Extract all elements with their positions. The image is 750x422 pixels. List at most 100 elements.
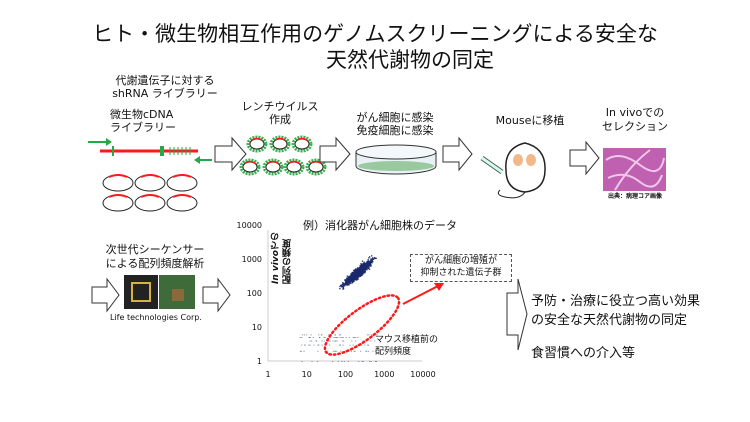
- scatter-point: [352, 272, 354, 274]
- scatter-point: [341, 361, 343, 362]
- scatter-point: [372, 261, 374, 263]
- scatter-point: [350, 273, 352, 275]
- scatter-point: [361, 274, 363, 277]
- petri-dish-icon: [355, 144, 437, 175]
- infection-label-1: がん細胞に感染: [356, 111, 434, 124]
- scatter-point: [343, 285, 345, 287]
- scatter-point: [342, 283, 344, 285]
- arrow-1-icon: [214, 136, 247, 172]
- scatter-point: [360, 273, 362, 276]
- title-line2: 天然代謝物の同定: [326, 48, 494, 72]
- scatter-point: [342, 286, 344, 288]
- scatter-point: [299, 337, 301, 338]
- scatter-point: [363, 265, 365, 267]
- scatter-point: [328, 344, 331, 346]
- scatter-point: [303, 334, 306, 336]
- scatter-point: [318, 344, 320, 346]
- title-line1: ヒト・微生物相互作用のゲノムスクリーニングによる安全な: [92, 22, 658, 46]
- scatter-point: [321, 340, 323, 342]
- scatter-point: [357, 271, 359, 274]
- scatter-point: [350, 278, 352, 280]
- scatter-point: [353, 271, 355, 273]
- scatter-point: [357, 275, 360, 278]
- plasmid-insert: [172, 174, 192, 178]
- scatter-point: [351, 282, 354, 284]
- arrow-5-icon: [91, 277, 120, 313]
- scatter-point: [363, 264, 365, 266]
- scatter-point: [367, 344, 370, 346]
- scatter-point: [328, 334, 330, 336]
- scatter-point: [347, 278, 349, 280]
- scatter-point: [326, 350, 328, 352]
- scatter-point: [344, 279, 346, 281]
- scatter-point: [354, 273, 356, 275]
- scatter-point: [363, 271, 365, 274]
- scatter-point: [345, 281, 348, 283]
- mouse-label: Mouseに移植: [495, 114, 565, 127]
- x-tick-label: 10: [301, 370, 312, 379]
- scatter-point: [357, 270, 359, 272]
- scatter-point: [367, 260, 369, 262]
- scatter-point: [345, 337, 347, 338]
- scatter-point: [310, 334, 312, 336]
- scatter-point: [357, 267, 359, 269]
- scatter-point: [370, 340, 372, 342]
- scatter-point: [337, 337, 339, 338]
- scatter-point: [352, 281, 354, 283]
- scatter-point: [344, 283, 346, 285]
- conclusion-line2: の安全な天然代謝物の同定: [531, 313, 688, 328]
- scatter-point: [357, 269, 360, 271]
- scatter-point: [343, 340, 345, 342]
- scatter-point: [365, 265, 367, 267]
- scatter-point: [362, 263, 364, 265]
- plasmid-insert: [140, 174, 160, 178]
- cdna-label-2: ライブラリー: [110, 121, 176, 134]
- scatter-point: [341, 337, 343, 338]
- scatter-point: [365, 350, 367, 352]
- y-tick-label: 100: [246, 289, 262, 298]
- scatter-point: [356, 273, 359, 275]
- scatter-point: [313, 344, 315, 346]
- scatter-point: [374, 257, 376, 259]
- scatter-point: [353, 277, 355, 279]
- scatter-point: [368, 350, 370, 352]
- scatter-point: [366, 262, 368, 264]
- scatter-point: [376, 334, 378, 336]
- scatter-point: [363, 261, 365, 263]
- plasmid-icon: [134, 194, 166, 212]
- scatter-point: [363, 268, 365, 270]
- scatter-point: [342, 340, 344, 342]
- scatter-point: [364, 270, 366, 272]
- scatter-point: [353, 350, 355, 352]
- scatter-point: [348, 281, 350, 283]
- scatter-point: [372, 258, 374, 260]
- scatter-point: [349, 277, 351, 279]
- scatter-point: [363, 268, 366, 270]
- scatter-point: [364, 271, 366, 273]
- arrow-6-icon: [202, 277, 231, 313]
- scatter-point: [370, 259, 372, 261]
- scatter-point: [335, 340, 337, 342]
- scatter-point: [350, 276, 352, 278]
- y-tick-label: 10: [251, 323, 262, 332]
- scatter-point: [346, 275, 348, 277]
- scatter-point: [344, 282, 347, 284]
- scatter-point: [372, 350, 374, 352]
- scatter-point: [356, 274, 358, 276]
- scatter-point: [299, 350, 301, 352]
- scatter-point: [372, 257, 374, 259]
- scatter-point: [340, 284, 342, 287]
- scatter-point: [308, 344, 310, 346]
- x-label-line2: 配列頻度: [375, 347, 412, 357]
- scatter-point: [361, 271, 363, 273]
- scatter-point: [359, 274, 361, 277]
- scatter-point: [356, 279, 358, 281]
- scatter-point: [366, 264, 368, 266]
- scatter-point: [329, 340, 331, 342]
- scatter-point: [363, 262, 365, 264]
- scatter-point: [351, 279, 354, 281]
- scatter-point: [351, 277, 353, 279]
- scatter-point: [342, 344, 344, 346]
- scatter-point: [353, 269, 356, 271]
